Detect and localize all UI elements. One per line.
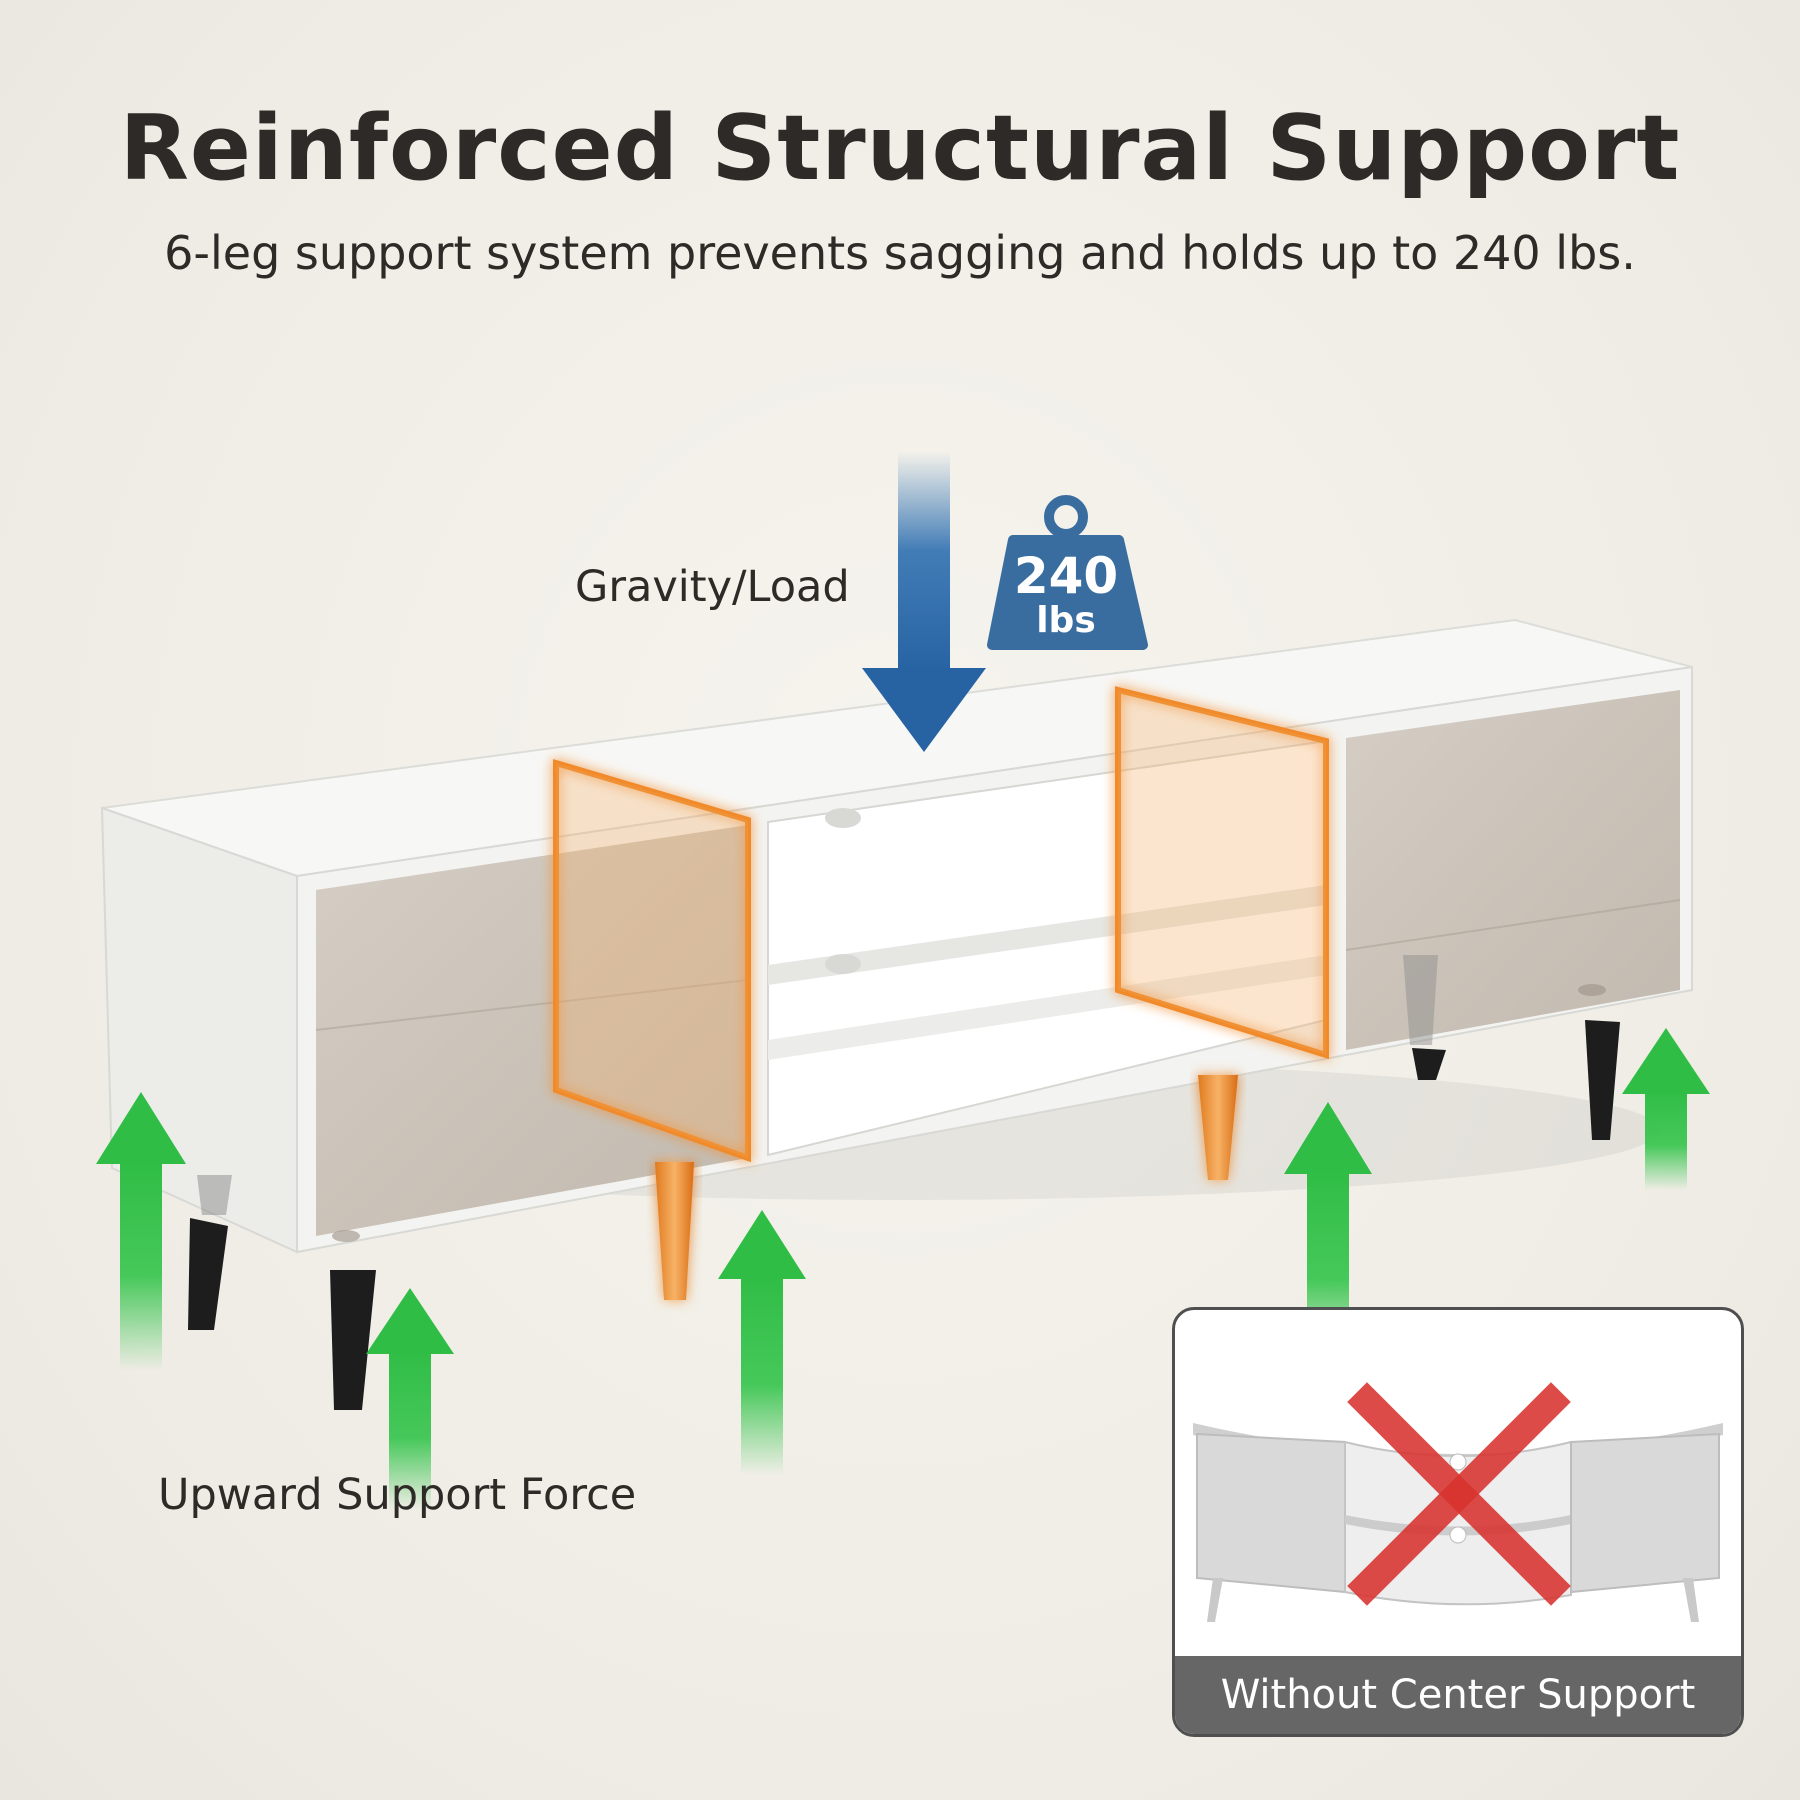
weight-badge: 240 lbs	[987, 495, 1148, 650]
left-partition-highlight	[553, 758, 751, 1163]
leg-back-left-ghost	[197, 1175, 232, 1215]
right-door-knob	[1578, 984, 1606, 996]
leg-back-right-ghost	[1403, 955, 1438, 1045]
upward-support-label: Upward Support Force	[158, 1470, 637, 1520]
inset-caption: Without Center Support	[1220, 1672, 1696, 1718]
right-shelf-line	[1345, 899, 1681, 951]
support-arrow-2	[366, 1288, 454, 1510]
weight-unit: lbs	[1036, 600, 1096, 641]
leg-front-right	[1585, 1020, 1620, 1140]
weight-value: 240	[1014, 547, 1118, 605]
gravity-label: Gravity/Load	[575, 562, 850, 612]
cable-hole-middle	[825, 954, 861, 974]
right-partition-highlight	[1115, 686, 1329, 1060]
leg-front-left-inner	[330, 1270, 376, 1410]
leg-back-right	[1412, 1048, 1446, 1080]
leg-center-left	[655, 1162, 694, 1300]
right-door	[1346, 690, 1680, 1050]
support-arrow-3	[718, 1210, 806, 1475]
page-subtitle: 6-leg support system prevents sagging an…	[164, 226, 1636, 280]
support-arrow-5	[1622, 1028, 1710, 1190]
page-title: Reinforced Structural Support	[119, 96, 1681, 201]
support-arrow-1	[96, 1092, 186, 1370]
left-door-knob	[332, 1230, 360, 1242]
sagging-stand-illustration	[1193, 1382, 1723, 1622]
inset-caption-bar: Without Center Support	[1175, 1656, 1741, 1734]
without-center-support-inset: Without Center Support	[1172, 1307, 1744, 1737]
leg-center-right	[1198, 1075, 1238, 1180]
cross-icon-stroke-2	[1347, 1382, 1571, 1606]
cable-hole-top	[825, 808, 861, 828]
leg-front-left	[188, 1218, 228, 1330]
gravity-arrow	[862, 452, 986, 752]
